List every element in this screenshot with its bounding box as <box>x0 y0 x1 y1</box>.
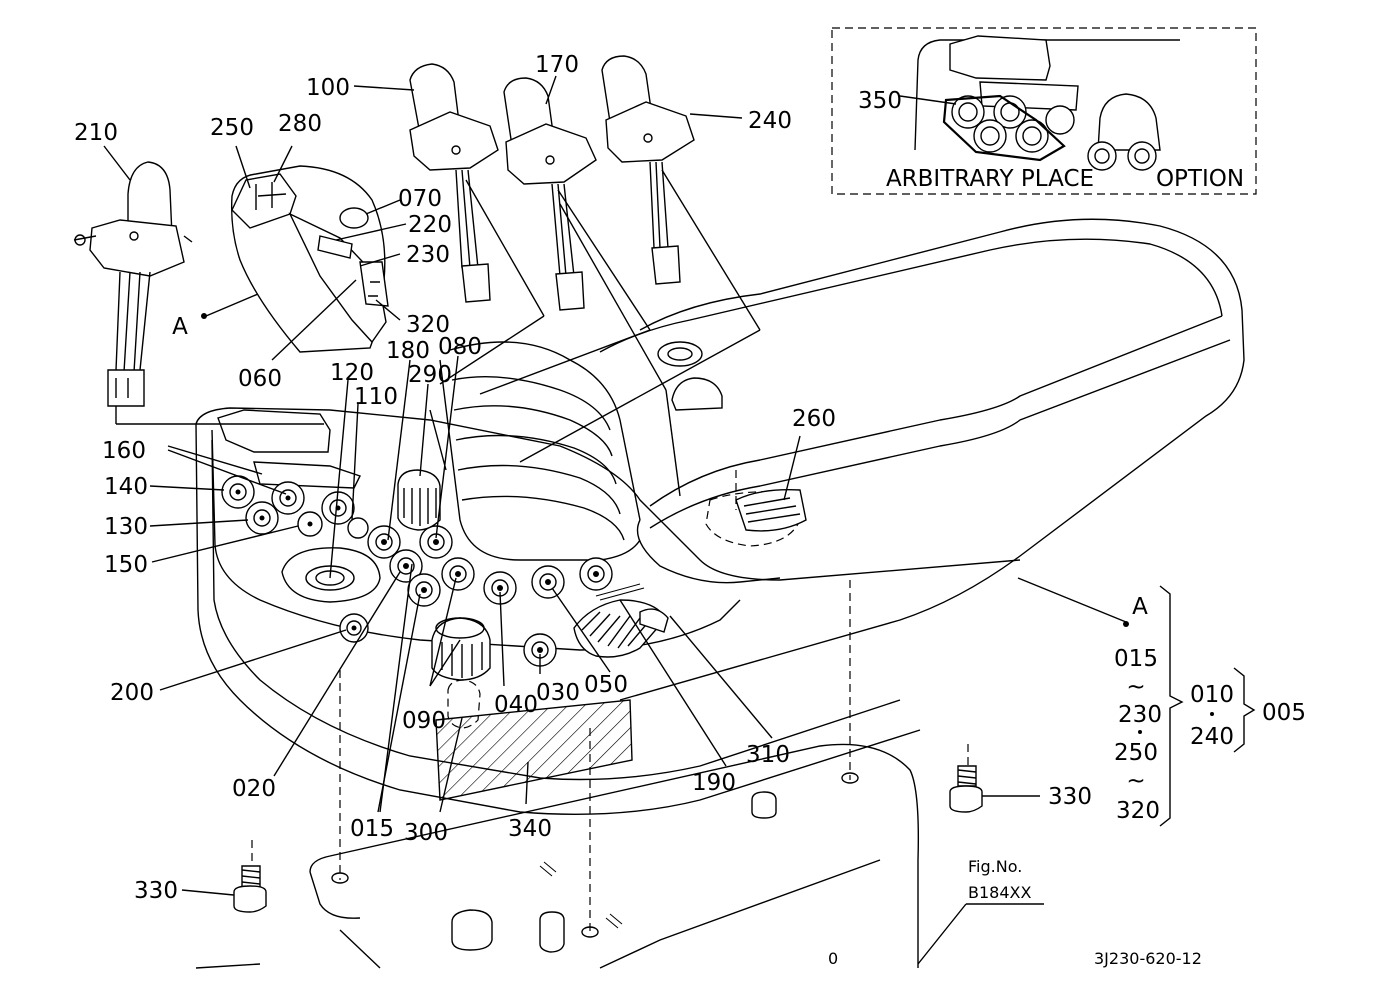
callout-160: 160 <box>102 438 146 464</box>
inset-switch-cluster <box>942 94 1157 171</box>
inset-arbitrary-place-label: ARBITRARY PLACE <box>886 166 1094 192</box>
callout-020: 020 <box>232 776 276 802</box>
drawing-code: 3J230-620-12 <box>1094 949 1202 968</box>
callout-310: 310 <box>746 742 790 768</box>
callout-250: 250 <box>210 115 254 141</box>
inset-option-label: OPTION <box>1156 166 1244 192</box>
callout-330-left: 330 <box>134 878 178 904</box>
option-inset: 350 ARBITRARY PLACE OPTION <box>831 27 1257 195</box>
callout-030: 030 <box>536 680 580 706</box>
joystick-240 <box>601 55 695 285</box>
fig-no-label: Fig.No. <box>968 857 1022 876</box>
callout-170: 170 <box>535 52 579 78</box>
callout-300: 300 <box>404 820 448 846</box>
callout-180: 180 <box>386 338 430 364</box>
callout-320: 320 <box>406 312 450 338</box>
callout-340: 340 <box>508 816 552 842</box>
figure-reference: Fig.No. B184XX <box>968 857 1031 902</box>
callout-150: 150 <box>104 552 148 578</box>
view-marker-a: A <box>172 314 188 340</box>
legend-010: 010 <box>1190 682 1234 708</box>
console-body: 0 <box>195 218 1245 969</box>
leader-lines <box>103 75 1127 965</box>
legend-range-2: ~ <box>1126 768 1145 794</box>
legend-240: 240 <box>1190 724 1234 750</box>
dashed-guides <box>251 470 969 932</box>
callout-260: 260 <box>792 406 836 432</box>
small-mark: 0 <box>828 949 838 968</box>
button-row-upper <box>221 475 369 539</box>
callout-080: 080 <box>438 334 482 360</box>
legend-dot-1 <box>1138 730 1142 734</box>
callout-090: 090 <box>402 708 446 734</box>
callout-330-right: 330 <box>1048 784 1092 810</box>
callout-230: 230 <box>406 242 450 268</box>
legend-320: 320 <box>1116 798 1160 824</box>
callout-labels: 100 170 240 210 250 280 070 220 230 320 … <box>74 52 1092 904</box>
callout-060: 060 <box>238 366 282 392</box>
callout-280: 280 <box>278 111 322 137</box>
bracket-a <box>231 165 389 353</box>
callout-210: 210 <box>74 120 118 146</box>
legend-230: 230 <box>1118 702 1162 728</box>
fig-no-number: B184XX <box>968 883 1031 902</box>
bolt-330-left <box>233 865 267 913</box>
view-a-dot <box>201 313 207 319</box>
callout-120: 120 <box>330 360 374 386</box>
callout-240: 240 <box>748 108 792 134</box>
set-legend: A 015 ~ 230 250 ~ 320 010 240 005 <box>1114 585 1306 827</box>
callout-140: 140 <box>104 474 148 500</box>
callout-040: 040 <box>494 692 538 718</box>
joystick-210 <box>73 161 193 407</box>
callout-190: 190 <box>692 770 736 796</box>
callout-350: 350 <box>858 88 902 114</box>
callout-290: 290 <box>408 362 452 388</box>
callout-220: 220 <box>408 212 452 238</box>
switch-panel <box>217 409 807 729</box>
bolt-330-right <box>949 765 983 813</box>
callout-110: 110 <box>354 384 398 410</box>
legend-015: 015 <box>1114 646 1158 672</box>
legend-005: 005 <box>1262 700 1306 726</box>
legend-250: 250 <box>1114 740 1158 766</box>
callout-050: 050 <box>584 672 628 698</box>
joystick-100 <box>409 63 499 303</box>
view-a-dot-legend <box>1123 621 1129 627</box>
callout-130: 130 <box>104 514 148 540</box>
legend-range-1: ~ <box>1126 674 1145 700</box>
legend-marker-a: A <box>1132 594 1148 620</box>
callout-200: 200 <box>110 680 154 706</box>
joystick-170 <box>503 77 597 311</box>
callout-015: 015 <box>350 816 394 842</box>
callout-100: 100 <box>306 75 350 101</box>
legend-dot-2 <box>1210 712 1214 716</box>
callout-070: 070 <box>398 186 442 212</box>
